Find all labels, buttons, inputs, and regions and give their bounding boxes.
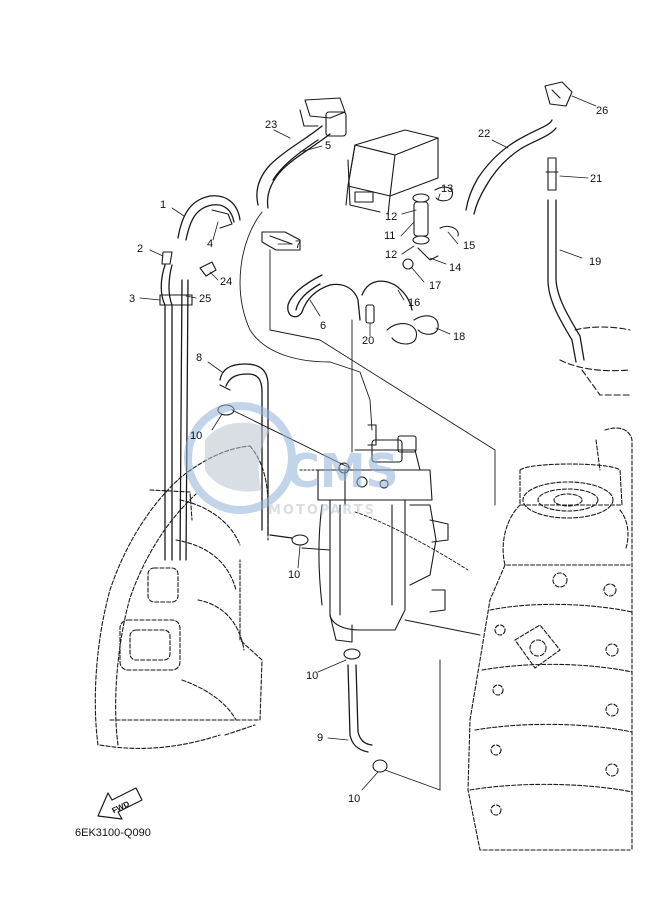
- callout-9[interactable]: 9: [317, 732, 323, 744]
- callout-16[interactable]: 16: [408, 297, 420, 309]
- callout-10a[interactable]: 10: [190, 430, 202, 442]
- routing-lines: [231, 211, 496, 791]
- engine-block-drawing: [467, 427, 633, 851]
- callout-4[interactable]: 4: [207, 238, 213, 250]
- callout-12b[interactable]: 12: [385, 249, 397, 261]
- solenoid-valve: [299, 97, 347, 137]
- callout-15[interactable]: 15: [463, 240, 475, 252]
- callout-17[interactable]: 17: [429, 280, 441, 292]
- callout-11[interactable]: 11: [384, 230, 395, 242]
- callout-3[interactable]: 3: [129, 293, 135, 305]
- callout-23[interactable]: 23: [265, 119, 277, 131]
- watermark-subtitle: MOTOPARTS: [268, 503, 376, 518]
- callout-22[interactable]: 22: [478, 128, 490, 140]
- callout-12a[interactable]: 12: [385, 211, 397, 223]
- charcoal-canister: [345, 129, 439, 216]
- callout-18[interactable]: 18: [453, 331, 465, 343]
- callout-13[interactable]: 13: [441, 183, 453, 195]
- vapor-separator-assembly: [299, 435, 449, 643]
- watermark-logo: CMS MOTOPARTS: [184, 402, 399, 518]
- callout-7[interactable]: 7: [295, 239, 301, 251]
- callout-labels: 1 2 3 4 5 6 7 8 9 10 10 10 10 11 12 12 1…: [129, 105, 608, 805]
- callout-6[interactable]: 6: [320, 320, 326, 332]
- watermark-brand: CMS: [286, 444, 399, 498]
- callout-19[interactable]: 19: [589, 256, 601, 268]
- callout-25[interactable]: 25: [199, 293, 211, 305]
- callout-14[interactable]: 14: [449, 262, 461, 274]
- drawing-code: 6EK3100-Q090: [75, 827, 151, 839]
- callout-1[interactable]: 1: [160, 199, 166, 211]
- callout-10b[interactable]: 10: [288, 569, 300, 581]
- leader-lines: [139, 95, 597, 791]
- callout-5[interactable]: 5: [325, 140, 331, 152]
- cowling-outline: [559, 326, 631, 396]
- callout-20[interactable]: 20: [362, 335, 374, 347]
- intake-manifold-drawing: [94, 445, 269, 749]
- callout-21[interactable]: 21: [590, 173, 602, 185]
- clamps-fittings: [159, 81, 573, 773]
- callout-8[interactable]: 8: [196, 352, 202, 364]
- callout-24[interactable]: 24: [220, 276, 232, 288]
- callout-10d[interactable]: 10: [348, 793, 360, 805]
- callout-10c[interactable]: 10: [306, 670, 318, 682]
- callout-2[interactable]: 2: [137, 243, 143, 255]
- callout-26[interactable]: 26: [596, 105, 608, 117]
- fwd-arrow-icon: FWD: [97, 787, 143, 820]
